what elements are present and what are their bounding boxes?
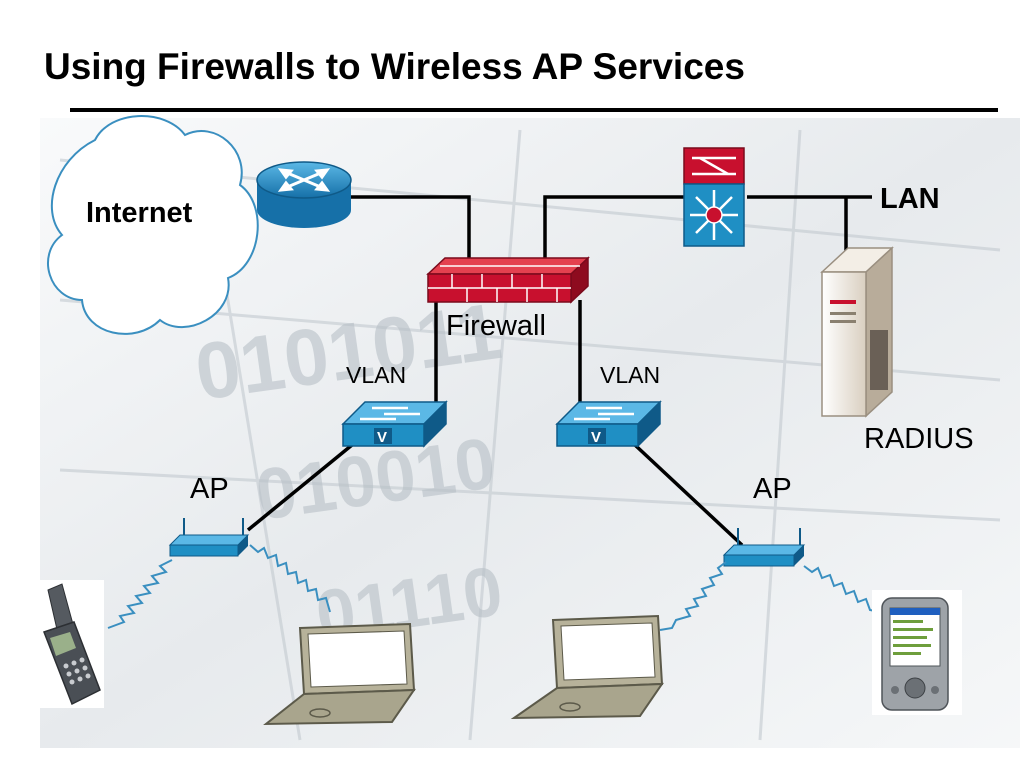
title-divider	[70, 108, 998, 112]
vlan-switch-icon: V	[555, 400, 662, 448]
firewall-label: Firewall	[446, 310, 546, 342]
wireless-link-ap-left-phone	[107, 559, 173, 629]
internet-cloud: Internet	[47, 115, 259, 335]
radius-label: RADIUS	[864, 423, 974, 455]
vlan-left-label: VLAN	[346, 362, 406, 388]
wireless-link-ap-left-laptop	[249, 544, 331, 613]
router-icon	[256, 161, 352, 228]
ap-left-label: AP	[190, 473, 229, 505]
vlanswitch-ap-right-link	[633, 443, 744, 547]
laptop-icon	[263, 622, 416, 726]
internet-label: Internet	[86, 197, 193, 229]
flip-phone-icon	[34, 580, 104, 708]
wireless-links	[107, 544, 881, 631]
vlan-badge-left: V	[377, 429, 387, 446]
pda-icon	[872, 590, 962, 715]
firewall-icon	[426, 256, 590, 304]
access-point-icon	[168, 518, 250, 557]
vlan-right-label: VLAN	[600, 362, 660, 388]
router-firewall-link	[350, 195, 471, 258]
ap-right-label: AP	[753, 473, 792, 505]
vlan-badge-right: V	[591, 429, 601, 446]
access-point-icon	[722, 528, 806, 567]
wireless-link-ap-right-laptop	[659, 561, 727, 631]
firewall-coreswitch-link	[543, 195, 687, 258]
vlan-switch-icon: V	[341, 400, 448, 448]
wired-links	[246, 195, 872, 547]
lan-label: LAN	[880, 183, 940, 215]
vlanswitch-ap-left-link	[246, 443, 354, 532]
server-tower-icon	[820, 246, 894, 418]
wireless-link-ap-right-pda	[803, 565, 881, 613]
page-title: Using Firewalls to Wireless AP Services	[44, 46, 745, 87]
multilayer-switch-icon	[683, 147, 745, 247]
background-binary-art: 0101011 010010 01110	[40, 118, 1020, 748]
laptop-icon	[510, 614, 664, 720]
